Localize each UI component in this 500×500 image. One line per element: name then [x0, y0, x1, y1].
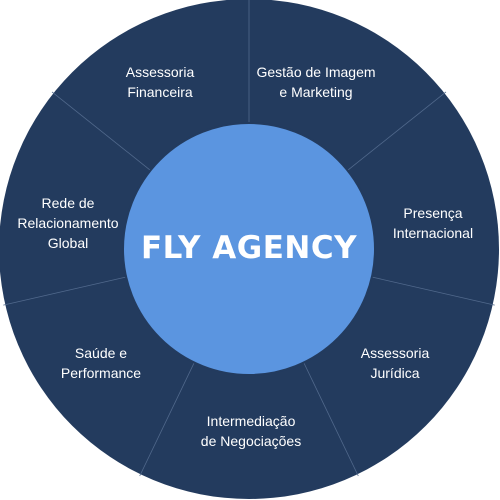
center-circle: [122, 122, 376, 376]
segment-divider: [139, 362, 195, 477]
segment-divider: [303, 362, 359, 477]
segment-divider: [371, 276, 495, 306]
segment-label-presenca: Presença Internacional: [392, 205, 474, 241]
segment-label-negociacoes: Intermediação de Negociações: [200, 413, 302, 449]
segment-label-financeira: Assessoria Financeira: [125, 64, 195, 100]
segment-label-juridica: Assessoria Jurídica: [360, 345, 430, 381]
segment-label-gestao: Gestão de Imagem e Marketing: [256, 64, 376, 100]
segment-label-saude: Saúde e Performance: [60, 345, 142, 381]
segment-divider: [347, 91, 447, 171]
segment-dividers: [3, 0, 495, 477]
center-title: FLY AGENCY: [140, 230, 358, 266]
segment-divider: [3, 276, 127, 306]
segment-divider: [51, 91, 151, 171]
segment-label-rede: Rede de Relacionamento Global: [17, 195, 119, 251]
